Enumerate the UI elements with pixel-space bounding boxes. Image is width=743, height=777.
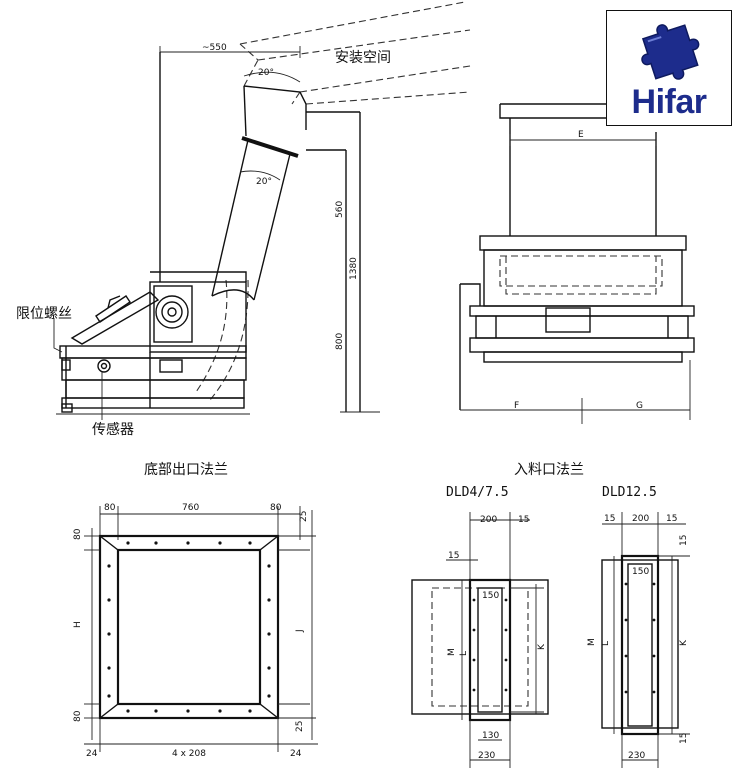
bolt-holes [107, 541, 271, 713]
logo-brand-text: Hifar [631, 83, 707, 121]
dim-bf-right-bottom: 25 [295, 721, 305, 732]
puzzle-piece-icon [641, 24, 700, 80]
install-space-label: 安装空间 [335, 50, 391, 66]
dim-bf-bottom-right: 24 [290, 749, 302, 759]
dim-1380: 1380 [349, 257, 359, 280]
dim-800: 800 [335, 333, 345, 350]
dim-b-l: L [601, 641, 611, 646]
sensor-label: 传感器 [92, 421, 134, 438]
dim-a-230: 230 [478, 751, 495, 761]
dim-b-15-left: 15 [604, 514, 615, 524]
model-dld12-label: DLD12.5 [602, 485, 657, 500]
hifar-logo: Hifar [606, 10, 732, 126]
dim-a-m: M [447, 648, 457, 656]
dim-a-150: 150 [482, 591, 499, 601]
dim-bf-right: 80 [270, 503, 282, 513]
dim-a-l: L [459, 651, 469, 656]
dim-angle-mid: 20° [256, 177, 272, 187]
inlet-flange-title: 入料口法兰 [514, 462, 584, 478]
dim-b-15-right: 15 [666, 514, 677, 524]
limit-screw-label: 限位螺丝 [16, 306, 72, 322]
dim-bf-top-side: 25 [299, 511, 309, 522]
dim-bf-h: H [73, 621, 83, 628]
dim-f: F [514, 401, 519, 411]
bolt-holes-b [624, 582, 656, 694]
dim-g: G [636, 401, 643, 411]
dim-a-k: K [537, 643, 547, 650]
dim-a-15-side: 15 [448, 551, 459, 561]
inlet-flange-view: 入料口法兰 DLD4/7.5 DLD12.5 200 15 15 150 [411, 462, 690, 768]
dim-bf-bottom-left: 24 [86, 749, 98, 759]
dim-b-150: 150 [632, 567, 649, 577]
dim-a-15-top: 15 [518, 515, 529, 525]
bottom-flange-view: 底部出口法兰 80 760 80 25 [73, 462, 318, 759]
dim-b-200: 200 [632, 514, 649, 524]
dim-b-m: M [587, 638, 597, 646]
dim-b-15-side: 15 [679, 535, 689, 546]
dim-e: E [578, 130, 584, 140]
dim-b-15-bottom: 15 [679, 733, 689, 744]
dim-bf-mid: 760 [182, 503, 199, 513]
bottom-flange-title: 底部出口法兰 [144, 462, 228, 478]
bolt-holes-a [472, 598, 508, 692]
dim-b-k: K [679, 639, 689, 646]
dim-bf-left: 80 [104, 503, 116, 513]
dim-b-230: 230 [628, 751, 645, 761]
front-view: E F G [459, 103, 695, 424]
dim-bf-j: J [295, 629, 305, 633]
dim-bf-left-top: 80 [73, 528, 83, 540]
dim-a-200: 200 [480, 515, 497, 525]
dim-550: ~550 [202, 43, 227, 53]
dim-bf-bottom-mid: 4 x 208 [172, 749, 206, 759]
dim-560: 560 [335, 201, 345, 218]
dim-bf-left-bottom: 80 [73, 710, 83, 722]
model-dld4-label: DLD4/7.5 [446, 485, 509, 500]
dim-a-130: 130 [482, 731, 499, 741]
side-view: ~550 20° 安装空间 20° 560 [16, 1, 471, 438]
dim-angle-top: 20° [258, 68, 274, 78]
